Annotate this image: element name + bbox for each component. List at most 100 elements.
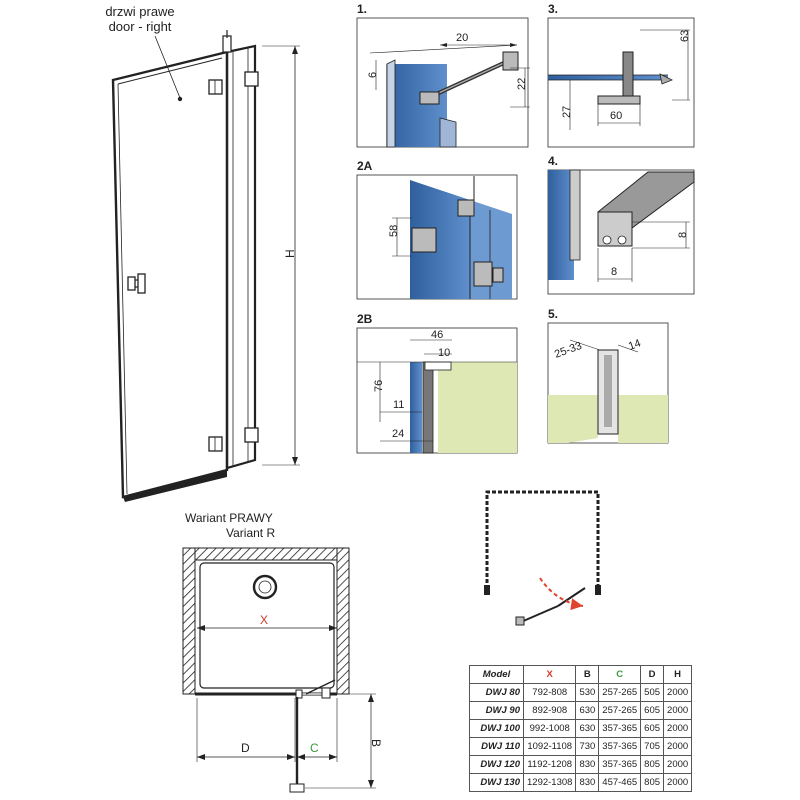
height-dimension: H (262, 45, 300, 466)
label-pointer-dot (177, 96, 183, 102)
door-handle (127, 273, 146, 294)
p2b-dim-c: 76 (373, 380, 385, 392)
cell-d: 805 (640, 773, 665, 792)
cell-model: DWJ 110 (469, 737, 524, 756)
cell-x: 792-808 (522, 683, 577, 702)
door-glass-outline (111, 50, 229, 499)
p1-dim-a: 20 (456, 32, 468, 44)
fixed-panel-outline (225, 44, 257, 470)
variant-label-line2: Variant R (226, 526, 275, 540)
detail-panel-3: 3. 63 27 60 (547, 2, 695, 148)
cell-d: 605 (640, 719, 665, 738)
p3-post (622, 51, 634, 101)
dim-d-label: D (241, 741, 250, 755)
cell-b: 830 (575, 773, 600, 792)
cell-h: 2000 (663, 755, 693, 774)
wall-left (182, 547, 196, 695)
cell-h: 2000 (663, 683, 693, 702)
dimension-table: Model X B C D H DWJ 80 792-808 530 257-2… (469, 665, 693, 792)
p1-dim-b: 6 (367, 72, 379, 78)
panel-2a-title: 2A (357, 159, 373, 173)
cell-x: 992-1008 (522, 719, 577, 738)
cell-x: 1092-1108 (522, 737, 577, 756)
cell-b: 730 (575, 737, 600, 756)
hinge-top (208, 71, 259, 95)
dim-b-label: B (369, 739, 383, 747)
table-row: DWJ 100 992-1008 630 357-365 605 2000 (469, 719, 693, 738)
cell-model: DWJ 130 (469, 773, 524, 792)
col-h: H (663, 665, 693, 684)
detail-panel-2a: 2A 58 (356, 159, 518, 300)
door-label-line1: drzwi prawe (105, 4, 174, 19)
cell-model: DWJ 120 (469, 755, 524, 774)
cell-x: 1192-1208 (522, 755, 577, 774)
detail-panel-5: 5. 25-33 14 (547, 307, 669, 444)
cell-model: DWJ 100 (469, 719, 524, 738)
cell-d: 505 (640, 683, 665, 702)
top-bracket (222, 35, 232, 53)
cell-model: DWJ 80 (469, 683, 524, 702)
height-label: H (283, 249, 297, 258)
opening-schematic (484, 490, 601, 626)
panel-1-title: 1. (357, 2, 367, 16)
floor-plan: Wariant PRAWY Variant R X D C (182, 511, 383, 793)
col-x: X (522, 665, 577, 684)
p2b-dim-e: 24 (392, 428, 404, 440)
col-b: B (575, 665, 600, 684)
glass-wall (387, 64, 447, 147)
table-row: DWJ 80 792-808 530 257-265 505 2000 (469, 683, 693, 702)
col-d: D (640, 665, 665, 684)
cell-h: 2000 (663, 773, 693, 792)
cell-b: 530 (575, 683, 600, 702)
shower-tray (199, 562, 335, 689)
p2a-handle (411, 227, 437, 253)
cell-b: 830 (575, 755, 600, 774)
opening-door (520, 605, 559, 623)
panel-4-title: 4. (548, 154, 558, 168)
table-row: DWJ 90 892-908 630 257-265 605 2000 (469, 701, 693, 720)
dim-x-label: X (260, 613, 268, 627)
p2b-dim-b: 10 (438, 347, 450, 359)
main-door-drawing: drzwi prawe door - right (105, 4, 300, 502)
p2b-dim-a: 46 (431, 329, 443, 341)
panel-5-title: 5. (548, 307, 558, 321)
p5-green-area (548, 395, 598, 443)
cell-b: 630 (575, 701, 600, 720)
opening-fixed-panel (557, 587, 586, 607)
p5-dim-b: 14 (627, 337, 643, 352)
door-label-line2: door - right (109, 19, 172, 34)
p3-dim-b: 27 (561, 106, 573, 118)
p4-dim-a: 8 (677, 232, 689, 238)
cell-h: 2000 (663, 737, 693, 756)
table-row: DWJ 120 1192-1208 830 357-365 805 2000 (469, 755, 693, 774)
cell-c: 357-365 (598, 719, 642, 738)
p4-dim-b: 8 (611, 266, 617, 278)
cell-d: 605 (640, 701, 665, 720)
cell-x: 892-908 (522, 701, 577, 720)
hinge-bottom (208, 427, 259, 452)
opening-arrow (539, 577, 584, 611)
detail-panel-1: 1. 20 6 22 (356, 2, 530, 148)
cell-c: 357-365 (598, 737, 642, 756)
table-row: DWJ 130 1292-1308 830 457-465 805 2000 (469, 773, 693, 792)
cell-d: 705 (640, 737, 665, 756)
p2a-glass-door (410, 180, 470, 299)
cell-h: 2000 (663, 701, 693, 720)
p1-dim-c: 22 (516, 78, 528, 90)
p3-dim-c: 60 (610, 110, 622, 122)
dim-c-label: C (310, 741, 319, 755)
panel-3-title: 3. (548, 2, 558, 16)
p2b-dim-d: 11 (393, 399, 404, 411)
p3-glass-top (548, 75, 668, 80)
cell-b: 630 (575, 719, 600, 738)
cell-c: 257-265 (598, 701, 642, 720)
cell-c: 357-365 (598, 755, 642, 774)
cell-x: 1292-1308 (522, 773, 577, 792)
cell-c: 457-465 (598, 773, 642, 792)
wall-top (182, 547, 350, 561)
p2b-green-area (438, 362, 517, 453)
table-row: DWJ 110 1092-1108 730 357-365 705 2000 (469, 737, 693, 756)
cell-h: 2000 (663, 719, 693, 738)
panel-2b-title: 2B (357, 312, 373, 326)
